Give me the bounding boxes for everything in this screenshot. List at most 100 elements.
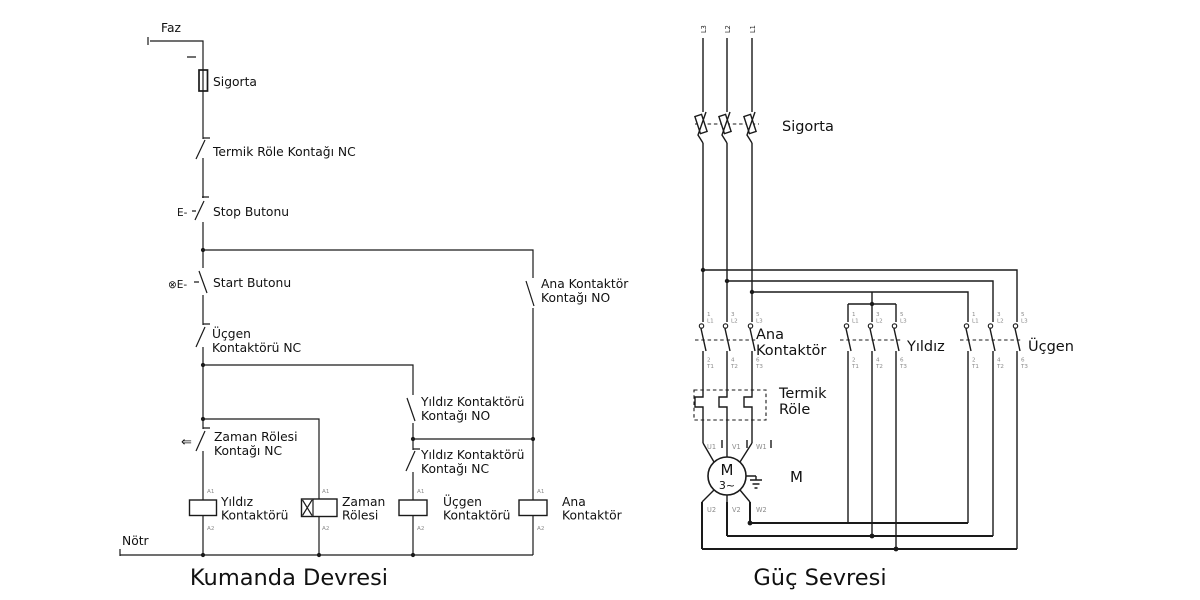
svg-text:1: 1 (707, 312, 711, 318)
timer-nc-contact (195, 427, 210, 452)
svg-text:6: 6 (900, 358, 904, 364)
main-contactor-label-1: Ana (756, 327, 784, 343)
delta-nc-contact (195, 323, 210, 348)
svg-text:T2: T2 (875, 364, 883, 370)
timer-nc-label-2: Kontağı NC (214, 444, 282, 458)
main-no-label-2: Kontağı NO (541, 291, 610, 305)
motor-label: M (790, 468, 803, 486)
svg-text:T1: T1 (851, 364, 859, 370)
svg-text:L2: L2 (876, 319, 883, 325)
svg-text:W2: W2 (756, 506, 767, 514)
svg-text:T2: T2 (730, 364, 738, 370)
svg-text:T1: T1 (971, 364, 979, 370)
svg-text:L2: L2 (997, 319, 1004, 325)
control-junction-dots (200, 247, 536, 558)
star-coil-symbol (188, 499, 218, 517)
main-contactor (695, 323, 757, 392)
timer-coil-label-1: Zaman (342, 495, 385, 509)
main-coil-label-2: Kontaktör (562, 509, 623, 523)
star-nc-label-2: Kontağı NC (421, 462, 489, 476)
svg-text:T2: T2 (996, 364, 1004, 370)
svg-text:4: 4 (731, 358, 735, 364)
star-nc-contact (405, 448, 420, 472)
fuse-symbol (198, 69, 209, 92)
delta-nc-label-2: Kontaktörü NC (212, 341, 301, 355)
svg-text:W1: W1 (756, 443, 767, 451)
timer-coil-symbol (300, 498, 338, 518)
svg-text:T3: T3 (1020, 364, 1028, 370)
stop-actuator-symbol: E- (177, 207, 188, 219)
svg-text:5: 5 (900, 312, 904, 318)
contactor-terminal-labels: 1L1 3L2 5L3 2T1 4T2 6T3 1L1 3L2 5L3 2T1 … (706, 312, 1028, 370)
main-coil-a2: A2 (537, 526, 544, 532)
neutral-label: Nötr (122, 534, 150, 548)
star-no-label-1: Yıldız Kontaktörü (420, 395, 524, 409)
svg-text:U2: U2 (707, 506, 716, 514)
svg-text:3: 3 (731, 312, 735, 318)
power-title: Güç Sevresi (753, 565, 886, 591)
svg-text:5: 5 (1021, 312, 1025, 318)
star-coil-label-2: Kontaktörü (221, 509, 288, 523)
phase-label: Faz (161, 21, 181, 35)
delta-coil-a1: A1 (417, 489, 425, 495)
svg-text:L2: L2 (731, 319, 738, 325)
star-contactor (840, 323, 902, 549)
svg-text:L3: L3 (900, 319, 907, 325)
svg-text:V2: V2 (732, 506, 741, 514)
main-contactor-label-2: Kontaktör (756, 343, 826, 359)
svg-text:6: 6 (756, 358, 760, 364)
svg-text:1: 1 (852, 312, 856, 318)
timer-arrow-symbol: ⇐ (181, 435, 192, 450)
delta-links (701, 502, 1017, 552)
motor-m: M (721, 461, 734, 479)
main-no-label-1: Ana Kontaktör (541, 277, 629, 291)
svg-text:T3: T3 (755, 364, 763, 370)
star-no-contact (406, 397, 416, 422)
svg-text:1: 1 (972, 312, 976, 318)
power-fuse-label: Sigorta (782, 119, 834, 135)
timer-nc-label-1: Zaman Rölesi (214, 430, 298, 444)
svg-text:L3: L3 (1021, 319, 1028, 325)
timer-coil-a1: A1 (322, 489, 330, 495)
svg-text:5: 5 (756, 312, 760, 318)
main-no-contact (525, 280, 535, 307)
phase-l1-label: L1 (749, 25, 757, 33)
delta-coil-symbol (398, 499, 428, 517)
feed-lines (700, 267, 1018, 322)
start-button-contact (194, 270, 208, 294)
stop-button-label: Stop Butonu (213, 205, 289, 219)
motor-phase: 3~ (719, 479, 735, 492)
main-coil-label-1: Ana (562, 495, 586, 509)
star-coil-label-1: Yıldız (220, 495, 253, 509)
star-coil-a2: A2 (207, 526, 214, 532)
svg-text:2: 2 (972, 358, 976, 364)
timer-coil-a2: A2 (322, 526, 329, 532)
svg-text:T3: T3 (899, 364, 907, 370)
svg-text:L1: L1 (972, 319, 979, 325)
thermal-nc-contact (195, 137, 210, 160)
star-contactor-label: Yıldız (906, 339, 945, 355)
control-fuse-label: Sigorta (213, 75, 257, 89)
timer-coil-label-2: Rölesi (342, 509, 378, 523)
svg-text:4: 4 (997, 358, 1001, 364)
delta-coil-label-1: Üçgen (443, 493, 482, 509)
thermal-relay (693, 389, 767, 421)
star-nc-label-1: Yıldız Kontaktörü (420, 448, 524, 462)
stop-button-contact (192, 196, 209, 221)
main-coil-symbol (518, 499, 548, 517)
phase-l3-label: L3 (700, 25, 708, 33)
svg-text:6: 6 (1021, 358, 1025, 364)
thermal-nc-label: Termik Röle Kontağı NC (212, 145, 356, 159)
start-actuator-symbol: ⊗E- (168, 279, 187, 291)
start-button-label: Start Butonu (213, 276, 291, 290)
phase-l2-label: L2 (724, 25, 732, 33)
delta-contactor (960, 323, 1022, 549)
delta-coil-a2: A2 (417, 526, 424, 532)
svg-text:2: 2 (852, 358, 856, 364)
svg-text:2: 2 (707, 358, 711, 364)
control-circuit: Faz Sigorta Termik Röle Kontağı NC E- St… (119, 21, 629, 591)
svg-text:L3: L3 (756, 319, 763, 325)
delta-contactor-label: Üçgen (1028, 337, 1074, 355)
